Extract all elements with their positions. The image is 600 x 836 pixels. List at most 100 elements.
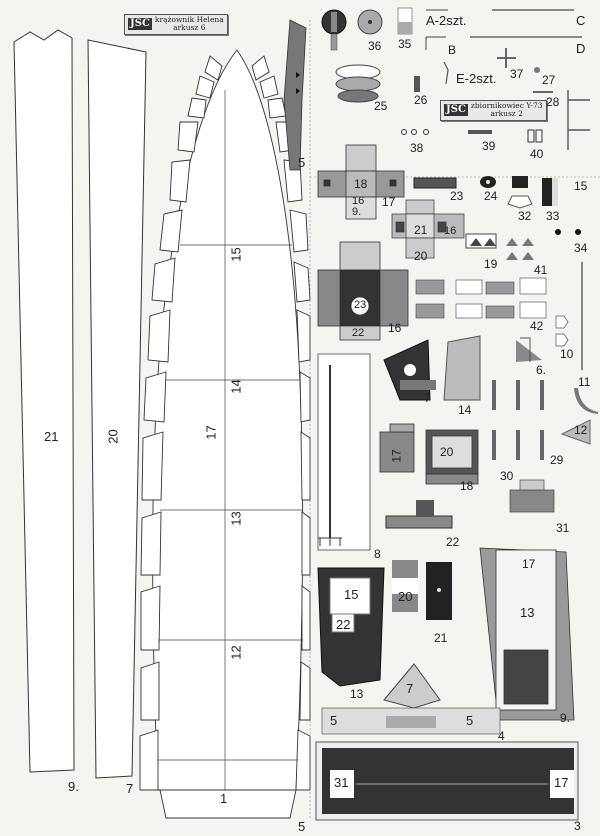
part-14-shape — [443, 335, 481, 401]
part-25 — [335, 64, 381, 103]
part-label: 30 — [500, 469, 514, 483]
stamp-title: zbiornikowiec Y-73 — [470, 101, 543, 110]
part-11 — [574, 388, 598, 414]
part-label: 17 — [389, 449, 404, 463]
shield-part-7 — [383, 339, 436, 401]
big-part-13 — [479, 547, 575, 721]
part-label: 17 — [382, 195, 396, 209]
part-label: 7 — [424, 391, 431, 405]
part-label: 41 — [534, 263, 548, 277]
part-label: 22 — [446, 535, 460, 549]
part-12 — [560, 419, 591, 445]
box-part-18 — [317, 144, 405, 220]
part-label: 12 — [574, 423, 588, 437]
part-label: 13 — [520, 605, 535, 620]
part-24 — [480, 176, 496, 188]
part-label: 18 — [354, 177, 368, 191]
part-41 — [506, 238, 534, 260]
part-label: 37 — [510, 67, 524, 81]
box-part-21 — [391, 199, 465, 259]
part-label: 5 — [330, 713, 338, 728]
part-label: B — [448, 43, 457, 57]
part-label: 36 — [368, 39, 382, 53]
part-label: C — [576, 13, 586, 28]
part-label: 4 — [498, 729, 505, 743]
part-label: 20 — [398, 589, 413, 604]
part-40 — [527, 129, 543, 143]
part-label: E-2szt. — [456, 71, 497, 86]
part-label: 21 — [414, 223, 428, 237]
part-21-strip — [426, 562, 452, 620]
part-6 — [516, 337, 542, 362]
part-label: 13 — [350, 687, 364, 701]
part-label: 20 — [440, 445, 454, 459]
strip-part-21 — [13, 29, 75, 773]
part-32 — [507, 176, 533, 209]
part-label: A-2szt. — [426, 13, 467, 28]
part-label: 9. — [352, 206, 362, 218]
part-label: 14 — [458, 403, 472, 417]
part-label: 21 — [44, 429, 59, 444]
part-28-bars — [567, 90, 590, 150]
part-label: 19 — [484, 257, 498, 271]
part-label: 27 — [542, 73, 556, 87]
part-42 — [415, 277, 547, 319]
part-label: 8 — [374, 547, 381, 561]
strip-part-20 — [87, 39, 147, 779]
part-label: 5 — [298, 819, 306, 834]
part-19 — [465, 233, 497, 249]
part-label: 23 — [354, 299, 367, 311]
part-label: 28 — [546, 95, 560, 109]
part-label: 17 — [203, 425, 219, 440]
part-10 — [555, 315, 569, 347]
mast-part-8 — [317, 353, 371, 551]
part-label: 11 — [578, 375, 591, 389]
part-label: 7 — [406, 681, 414, 696]
part-label: 12 — [228, 645, 244, 660]
hull-part-13 — [317, 567, 385, 687]
part-label: 22 — [336, 617, 351, 632]
part-7-triangle — [383, 663, 441, 709]
part-label: 26 — [414, 93, 428, 107]
jsc-logo: JSC — [128, 18, 152, 31]
keel-part-31-17 — [315, 741, 579, 821]
part-label: 3 — [574, 819, 581, 833]
part-label: 32 — [518, 209, 532, 223]
stamp-sheet: arkusz 6 — [173, 23, 206, 33]
part-label: 24 — [484, 189, 498, 203]
part-label: 39 — [482, 139, 496, 153]
part-label: 5 — [466, 713, 474, 728]
part-label: 40 — [530, 147, 544, 161]
part-22 — [385, 500, 453, 529]
box-part-16 — [317, 241, 409, 341]
part-label: 9. — [560, 711, 571, 725]
part-label: 16 — [388, 321, 402, 335]
part-label: 22 — [352, 327, 365, 339]
part-label: 7 — [126, 781, 134, 796]
part-37 — [497, 48, 516, 68]
part-label: D — [576, 41, 586, 56]
part-label: 38 — [410, 141, 424, 155]
part-label: 16 — [352, 195, 365, 207]
part-label: 34 — [574, 241, 588, 255]
part-label: 15 — [574, 179, 588, 193]
part-label: 20 — [414, 249, 428, 263]
part-30-29-columns — [492, 380, 544, 460]
part-label: 15 — [344, 587, 359, 602]
part-39 — [468, 130, 492, 134]
wheel-part-36-a — [321, 9, 347, 51]
stamp-title: krążownik Helena — [154, 15, 224, 24]
part-label: 21 — [434, 631, 448, 645]
part-label: 18 — [460, 479, 474, 493]
part-label: 25 — [374, 99, 388, 113]
box-part-20 — [379, 423, 479, 485]
part-label: 6. — [536, 363, 547, 377]
part-26 — [414, 76, 420, 92]
part-20-strip — [392, 560, 418, 612]
part-label: 23 — [450, 189, 464, 203]
wheel-part-36-b — [357, 9, 383, 35]
